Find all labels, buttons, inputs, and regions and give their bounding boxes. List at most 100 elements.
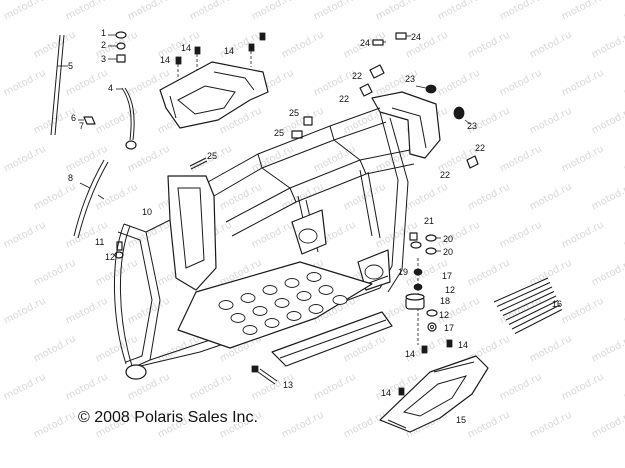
watermark-text: motod.ru: [2, 67, 48, 98]
floor-hole: [218, 300, 234, 310]
callout-25: 25: [274, 128, 284, 138]
callout-24: 24: [411, 32, 421, 42]
watermark-text: motod.ru: [528, 409, 574, 440]
callout-17: 17: [442, 271, 452, 281]
watermark-text: motod.ru: [126, 295, 172, 326]
watermark-text: motod.ru: [2, 219, 48, 250]
part-floor-pan: [177, 261, 373, 349]
watermark-text: motod.ru: [498, 371, 544, 402]
callout-8: 8: [68, 173, 73, 183]
callout-12: 12: [439, 310, 449, 320]
callout-11: 11: [95, 237, 104, 247]
watermark-text: motod.ru: [374, 0, 420, 23]
floor-hole: [318, 285, 334, 295]
part-fasteners-top: [175, 32, 266, 78]
watermark-text: motod.ru: [466, 409, 512, 440]
callout-14: 14: [405, 349, 415, 359]
part-skid-plate-bottom: [379, 355, 489, 433]
grille-slat: [514, 309, 563, 334]
callout-1: 1: [101, 28, 106, 38]
callout-24: 24: [360, 38, 370, 48]
callout-3: 3: [101, 54, 106, 64]
grille-slat: [508, 300, 559, 325]
watermark-text: motod.ru: [32, 257, 78, 288]
watermark-text: motod.ru: [560, 295, 606, 326]
watermark-text: motod.ru: [32, 29, 78, 60]
callout-14: 14: [181, 43, 191, 53]
watermark-text: motod.ru: [528, 333, 574, 364]
watermark-text: motod.ru: [590, 29, 625, 60]
watermark-text: motod.ru: [280, 409, 326, 440]
part-skid-plate-top: [159, 61, 269, 129]
watermark-text: motod.ru: [560, 371, 606, 402]
watermark-text: motod.ru: [590, 105, 625, 136]
watermark-text: motod.ru: [126, 0, 172, 23]
part-pins: [189, 116, 313, 170]
watermark-text: motod.ru: [2, 295, 48, 326]
callout-20: 20: [443, 234, 453, 244]
watermark-text: motod.ru: [436, 67, 482, 98]
watermark-text: motod.ru: [312, 371, 358, 402]
watermark-text: motod.ru: [94, 257, 140, 288]
callout-10: 10: [142, 207, 152, 217]
watermark-text: motod.ru: [280, 29, 326, 60]
floor-hole: [296, 291, 312, 301]
grille-slat: [502, 291, 555, 316]
callout-18: 18: [440, 296, 450, 306]
callout-22: 22: [352, 71, 362, 81]
callout-23: 23: [405, 74, 415, 84]
part-cable-fittings: [108, 31, 137, 150]
floor-hole: [262, 285, 278, 295]
grille-slat: [499, 286, 553, 312]
grille-slat: [505, 295, 557, 321]
watermark-text: motod.ru: [32, 333, 78, 364]
part-lower-bar: [271, 311, 393, 367]
floor-hole: [230, 313, 246, 323]
watermark-text: motod.ru: [156, 333, 202, 364]
callout-5: 5: [68, 61, 73, 71]
callout-25: 25: [289, 108, 299, 118]
floor-hole: [264, 318, 280, 328]
callout-14: 14: [458, 340, 468, 350]
grille-slat: [511, 304, 561, 330]
callout-6: 6: [71, 113, 76, 123]
callout-22: 22: [475, 143, 485, 153]
floor-hole: [286, 311, 302, 321]
watermark-text: motod.ru: [2, 371, 48, 402]
callout-25: 25: [207, 151, 217, 161]
watermark-text: motod.ru: [622, 0, 625, 23]
part-clip: [78, 116, 96, 125]
callout-13: 13: [283, 380, 293, 390]
callout-12: 12: [445, 285, 455, 295]
watermark-text: motod.ru: [64, 295, 110, 326]
watermark-text: motod.ru: [64, 143, 110, 174]
callout-19: 19: [398, 267, 408, 277]
callout-17: 17: [444, 323, 454, 333]
part-grille: [493, 277, 563, 334]
part-bracket-24: [372, 32, 411, 46]
part-hardware-right: [409, 232, 441, 345]
callout-4: 4: [108, 83, 113, 93]
callout-12: 12: [105, 252, 115, 262]
floor-hole: [284, 278, 300, 288]
watermark-text: motod.ru: [590, 333, 625, 364]
floor-hole: [332, 295, 348, 305]
floor-hole: [308, 304, 324, 314]
part-bolt-13: [251, 365, 278, 385]
watermark-text: motod.ru: [590, 409, 625, 440]
floor-hole: [240, 293, 256, 303]
watermark-text: motod.ru: [188, 0, 234, 23]
watermark-text: motod.ru: [312, 67, 358, 98]
watermark-text: motod.ru: [498, 143, 544, 174]
part-bushings: [359, 64, 479, 169]
watermark-text: motod.ru: [32, 409, 78, 440]
callout-7: 7: [79, 121, 84, 131]
copyright-notice: © 2008 Polaris Sales Inc.: [78, 409, 258, 426]
callout-14: 14: [224, 46, 234, 56]
callout-2: 2: [101, 40, 106, 50]
callout-16: 16: [552, 299, 562, 309]
watermark-text: motod.ru: [404, 181, 450, 212]
part-fasteners-bottom: [398, 339, 453, 396]
